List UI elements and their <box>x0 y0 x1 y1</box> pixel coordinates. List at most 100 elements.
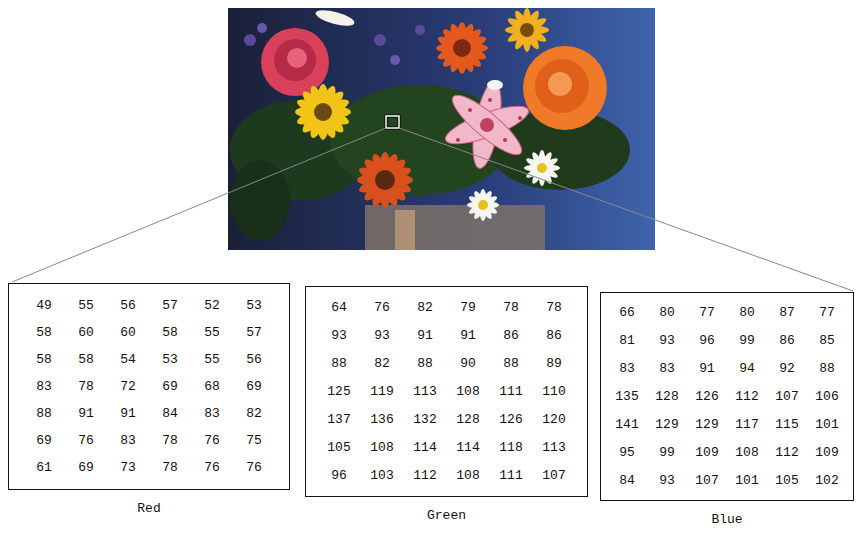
pixel-value: 136 <box>361 406 404 434</box>
value-grid: 4955565752535860605855575858545355568378… <box>23 292 275 481</box>
pixel-value: 60 <box>65 319 107 346</box>
pixel-value: 89 <box>533 350 576 378</box>
pixel-value: 108 <box>447 378 490 406</box>
red-rose <box>274 39 316 81</box>
pixel-value: 77 <box>687 299 727 327</box>
pixel-value: 106 <box>807 383 847 411</box>
red-rose <box>287 48 307 68</box>
pixel-value: 111 <box>490 378 533 406</box>
pixel-value: 88 <box>318 350 361 378</box>
pixel-value: 76 <box>233 454 275 481</box>
white-daisy <box>467 189 499 221</box>
pixel-value: 83 <box>191 400 233 427</box>
pixel-value: 88 <box>404 350 447 378</box>
pixel-value: 137 <box>318 406 361 434</box>
pixel-value: 108 <box>447 462 490 490</box>
pixel-value: 109 <box>687 439 727 467</box>
pixel-value: 109 <box>807 439 847 467</box>
pixel-value: 61 <box>23 454 65 481</box>
white-daisy <box>524 150 560 186</box>
pixel-value: 57 <box>149 292 191 319</box>
pixel-value: 86 <box>533 322 576 350</box>
pixel-value: 85 <box>807 327 847 355</box>
pixel-value: 94 <box>727 355 767 383</box>
pixel-value: 114 <box>404 434 447 462</box>
pixel-value: 86 <box>767 327 807 355</box>
orange-gerbera <box>436 22 489 75</box>
pixel-value: 78 <box>149 427 191 454</box>
pixel-value: 78 <box>533 294 576 322</box>
pixel-value: 93 <box>647 327 687 355</box>
pixel-value: 66 <box>607 299 647 327</box>
pixel-value: 91 <box>65 400 107 427</box>
pixel-value: 49 <box>23 292 65 319</box>
pixel-value: 108 <box>361 434 404 462</box>
pixel-value: 83 <box>23 373 65 400</box>
pixel-value: 55 <box>191 319 233 346</box>
pixel-value: 80 <box>727 299 767 327</box>
pixel-value: 111 <box>490 462 533 490</box>
pixel-value: 80 <box>647 299 687 327</box>
pixel-value: 72 <box>107 373 149 400</box>
pixel-value: 107 <box>687 467 727 495</box>
pixel-value: 76 <box>191 427 233 454</box>
pixel-value: 126 <box>490 406 533 434</box>
pixel-value: 69 <box>149 373 191 400</box>
white-bud <box>314 7 356 29</box>
pixel-value: 107 <box>533 462 576 490</box>
pixel-value: 56 <box>107 292 149 319</box>
sample-square <box>386 116 399 128</box>
pixel-value: 101 <box>727 467 767 495</box>
pixel-value: 113 <box>533 434 576 462</box>
sample-square <box>386 116 399 128</box>
pixel-value: 115 <box>767 411 807 439</box>
pixel-value: 96 <box>687 327 727 355</box>
channel-label: Red <box>9 501 289 516</box>
pixel-value: 78 <box>65 373 107 400</box>
pixel-value: 60 <box>107 319 149 346</box>
pixel-value: 91 <box>687 355 727 383</box>
pixel-value: 53 <box>233 292 275 319</box>
white-bud <box>487 80 503 90</box>
pixel-value: 120 <box>533 406 576 434</box>
pixel-value: 93 <box>318 322 361 350</box>
pixel-value: 117 <box>727 411 767 439</box>
pixel-value: 105 <box>767 467 807 495</box>
pixel-value: 119 <box>361 378 404 406</box>
pixel-value: 83 <box>107 427 149 454</box>
orange-rose <box>523 46 607 130</box>
pixel-value: 77 <box>807 299 847 327</box>
pixel-value: 58 <box>65 346 107 373</box>
pixel-value: 135 <box>607 383 647 411</box>
yellow-daisy <box>294 83 351 140</box>
orange-rose <box>548 72 572 96</box>
pixel-value: 87 <box>767 299 807 327</box>
pixel-value: 69 <box>23 427 65 454</box>
purple-sprig <box>244 34 256 46</box>
pixel-value: 82 <box>404 294 447 322</box>
pixel-value: 110 <box>533 378 576 406</box>
pixel-value: 105 <box>318 434 361 462</box>
red-rose <box>261 28 329 96</box>
pixel-value: 54 <box>107 346 149 373</box>
pixel-value: 90 <box>447 350 490 378</box>
value-grid: 6680778087778193969986858383919492881351… <box>607 299 847 495</box>
pixel-value: 64 <box>318 294 361 322</box>
channel-label: Green <box>306 508 587 523</box>
pixel-value: 84 <box>607 467 647 495</box>
pixel-value: 58 <box>149 319 191 346</box>
pixel-matrix-box: 6680778087778193969986858383919492881351… <box>600 292 854 501</box>
pixel-value: 84 <box>149 400 191 427</box>
pixel-value: 82 <box>233 400 275 427</box>
pink-lily <box>442 80 533 171</box>
pixel-value: 52 <box>191 292 233 319</box>
pixel-value: 83 <box>607 355 647 383</box>
pixel-value: 68 <box>191 373 233 400</box>
purple-sprig <box>374 34 386 46</box>
photo-background <box>228 8 655 250</box>
pixel-value: 91 <box>447 322 490 350</box>
pixel-value: 129 <box>687 411 727 439</box>
pixel-value: 93 <box>361 322 404 350</box>
pixel-value: 58 <box>23 319 65 346</box>
pixel-value: 92 <box>767 355 807 383</box>
